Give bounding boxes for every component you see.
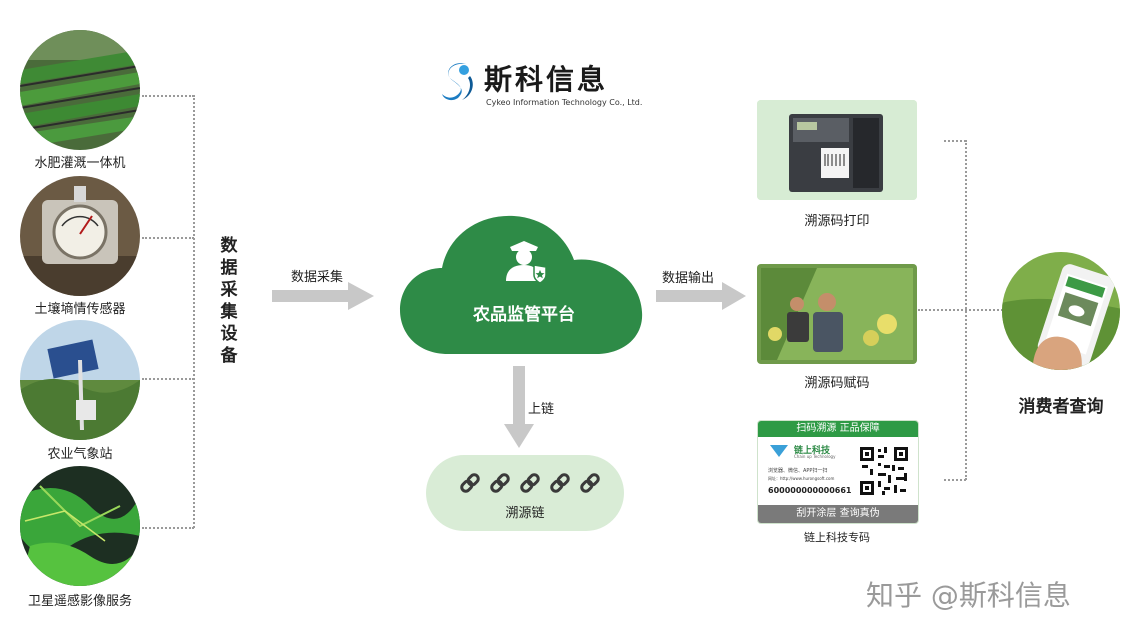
logo-mark-icon — [442, 63, 473, 101]
platform-cloud — [400, 215, 643, 354]
arrow-right-icon — [656, 282, 746, 310]
platform-label: 农品监管平台 — [473, 305, 575, 325]
output-card-qr-label: 扫码溯源 正品保障 链上科技 Chain up Technology 浏览器、微… — [757, 420, 919, 524]
source-image-satellite — [20, 466, 140, 586]
qr-label-url: 网址：http://www.hurongsoft.com — [768, 476, 835, 481]
source-label-irrigation: 水肥灌溉一体机 — [34, 156, 126, 171]
collector-char: 设 — [220, 324, 238, 344]
blockchain-pill — [426, 455, 624, 531]
output-card-coding — [757, 264, 917, 364]
logo-name: 斯科信息 — [484, 63, 609, 96]
connector-weather-station — [142, 378, 194, 380]
source-label-weather-station: 农业气象站 — [47, 447, 113, 462]
connector-satellite — [142, 527, 194, 529]
consumer-label: 消费者查询 — [1018, 397, 1104, 417]
source-image-weather-station — [20, 320, 140, 440]
flow-label-collect: 数据采集 — [291, 270, 344, 285]
blockchain-label: 溯源链 — [505, 506, 545, 521]
collector-char: 据 — [220, 258, 238, 278]
source-label-satellite: 卫星遥感影像服务 — [27, 594, 132, 609]
output-label-qr-label: 链上科技专码 — [804, 531, 870, 544]
logo-subtitle: Cykeo Information Technology Co., Ltd. — [486, 98, 643, 107]
qr-label-desc: 浏览器、微信、APP扫一扫 — [768, 468, 828, 474]
connector-printer — [944, 140, 966, 142]
qr-label-top: 扫码溯源 正品保障 — [758, 421, 918, 437]
flow-label-output: 数据输出 — [662, 271, 715, 286]
company-logo: 斯科信息 Cykeo Information Technology Co., L… — [440, 58, 643, 108]
source-label-soil-sensor: 土壤墒情传感器 — [34, 302, 126, 317]
qr-label-body: 链上科技 Chain up Technology 浏览器、微信、APP扫一扫 网… — [766, 441, 854, 501]
chain-links-icon — [460, 473, 600, 493]
qr-label-code: 600000000000661 — [768, 486, 852, 495]
connector-qr-label — [944, 479, 966, 481]
arrow-down-icon — [504, 366, 534, 448]
qr-label-brand: 链上科技 — [794, 446, 831, 456]
connector-collector-bus — [193, 95, 195, 528]
brand-logo-icon — [770, 445, 788, 457]
qr-label-brand-sub: Chain up Technology — [794, 454, 836, 459]
output-card-printer — [757, 100, 917, 200]
arrow-right-icon — [272, 282, 374, 310]
connector-coding-to-consumer — [918, 309, 1006, 311]
output-label-printer: 溯源码打印 — [804, 214, 870, 229]
collector-char: 采 — [220, 280, 238, 300]
collector-char: 集 — [220, 302, 238, 322]
output-label-coding: 溯源码赋码 — [804, 376, 870, 391]
supervisor-icon — [506, 241, 547, 284]
connector-irrigation — [142, 95, 194, 97]
source-image-soil-sensor — [20, 176, 140, 296]
collector-char: 数 — [220, 236, 238, 256]
flow-label-chain: 上链 — [528, 402, 555, 417]
watermark: 知乎 @斯科信息 — [866, 579, 1071, 612]
source-image-irrigation — [20, 30, 140, 150]
consumer-image — [1002, 252, 1120, 370]
qr-label-bottom: 刮开涂层 查询真伪 — [758, 505, 918, 523]
collector-char: 备 — [220, 346, 238, 366]
qr-code-icon — [858, 445, 910, 497]
connector-soil-sensor — [142, 237, 194, 239]
